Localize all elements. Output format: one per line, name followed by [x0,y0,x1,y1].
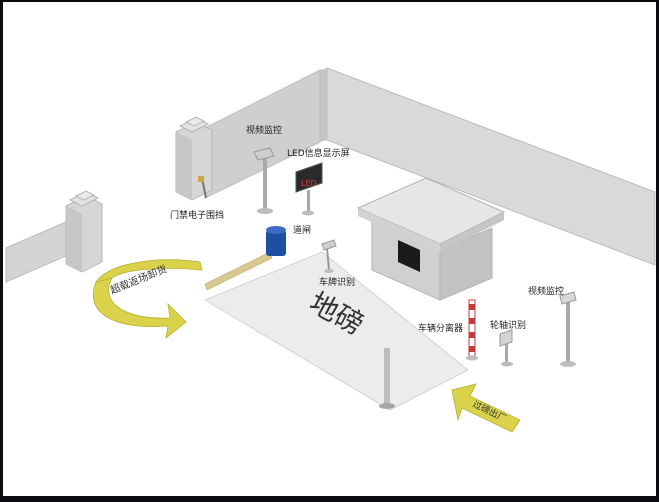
label-video-monitor-1: 视频监控 [246,124,282,136]
label-barrier-gate: 道闸 [293,224,311,236]
guard-booth [356,177,506,301]
back-wall-left [5,217,76,283]
label-access-fence: 门禁电子围挡 [170,209,224,221]
gate-pillar-right [175,116,213,201]
gate-pillar-left [65,190,103,273]
label-video-monitor-2: 视频监控 [528,285,564,297]
weigh-exit-arrow [451,383,521,433]
weighbridge-platform [203,251,469,411]
led-display-text: LED [301,179,317,188]
platform-post [379,348,395,409]
back-wall-right [204,67,656,266]
barrier-gate [204,226,286,291]
axle-recognition-device [499,329,513,367]
video-monitor-pole-2 [559,291,577,367]
label-axle-recognition: 轮轴识别 [490,319,526,331]
plate-recognition-camera [321,239,337,273]
overload-return-arrow [92,259,203,339]
label-plate-recognition: 车牌识别 [319,276,355,288]
led-display-sign: LED [295,162,323,216]
video-monitor-pole-1 [253,147,275,214]
vehicle-separator [466,299,478,361]
label-led-display: LED信息显示屏 [287,147,350,159]
label-vehicle-separator: 车辆分离器 [418,322,463,334]
